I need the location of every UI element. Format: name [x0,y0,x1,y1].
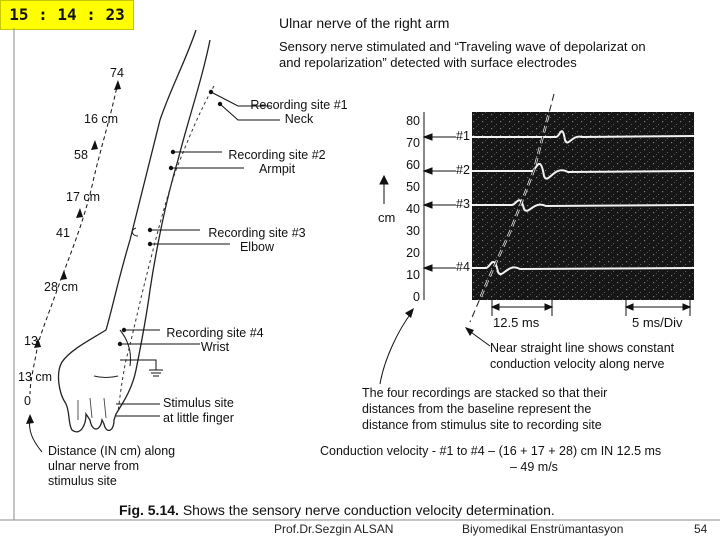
stack-note-arrowhead [405,308,414,318]
distance-mark-0: 0 [24,394,31,408]
trace-1 [472,130,695,144]
site-1-name: Recording site #1 [250,98,348,112]
clock-display: 15 : 14 : 23 [0,0,134,30]
scale-label: 5 ms/Div [632,315,683,330]
tick-30: 30 [406,224,420,238]
footer-page-number: 54 [694,522,708,536]
site-3-label: Recording site #3 Elbow [198,226,316,254]
site-2-name: Recording site #2 [228,148,326,162]
leader-stimulus [116,403,160,417]
trace-label-4: #4 [456,260,470,274]
distance-mark-74: 74 [110,66,124,80]
conduction-velocity-line [468,93,556,323]
oscilloscope-panel [472,112,695,300]
distance-scale-line [29,81,119,395]
leader-site-1 [210,91,280,121]
distance-mark-41: 41 [56,226,70,240]
finger-lines [77,397,107,420]
distance-segment-16: 16 cm [84,112,119,126]
footer-author: Prof.Dr.Sezgin ALSAN [274,522,394,536]
caption-text: Shows the sensory nerve conduction veloc… [182,502,555,518]
caption-label: Fig. 5.14. [119,502,179,518]
scope-traces [472,112,695,300]
tick-10: 10 [406,268,420,282]
tick-20: 20 [406,246,420,260]
straight-line-note-2: conduction velocity along nerve [490,357,665,371]
leader-site-4 [120,329,200,345]
tick-80: 80 [406,114,420,128]
distance-segment-28: 28 cm [44,280,79,294]
site-1-place: Neck [284,112,314,126]
tick-50: 50 [406,180,420,194]
distance-mark-13: 13 [24,334,38,348]
stimulus-label-1: Stimulus site [163,396,234,410]
time-label: 12.5 ms [493,315,540,330]
trace-label-3: #3 [456,197,470,211]
tick-0: 0 [413,290,420,304]
tick-60: 60 [406,158,420,172]
distance-segment-13: 13 cm [18,370,53,384]
arm-outline-outer [57,29,211,433]
stack-note-3: distance from stimulus site to recording… [362,418,602,432]
straight-note-arrowhead [465,327,474,336]
footer-course: Biyomedikal Enstrümantasyon [462,522,624,536]
arm-outline-inner [119,329,132,367]
stack-note-2: distances from the baseline represent th… [362,402,592,416]
leader-site-2 [171,151,244,169]
site-3-place: Elbow [239,240,275,254]
cm-axis-arrow [379,174,389,204]
trace-label-2: #2 [456,163,470,177]
site-4-name: Recording site #4 [166,326,264,340]
diagram-title: Ulnar nerve of the right arm [279,15,450,31]
scope-axis-unit: cm [378,210,396,225]
nerve-path [117,85,215,413]
site-4-place: Wrist [200,340,230,354]
hand-fold [93,375,119,379]
trace-arrows [422,133,456,272]
distance-segment-17: 17 cm [66,190,101,204]
distance-note-1: Distance (IN cm) along [48,444,176,458]
figure-caption: Fig. 5.14. Shows the sensory nerve condu… [119,502,555,518]
ground-icon [120,359,163,377]
stack-note-arrow [379,311,413,385]
stack-note-1: The four recordings are stacked so that … [362,386,608,400]
stimulus-label-2: at little finger [163,411,234,425]
distance-mark-58: 58 [74,148,88,162]
straight-line-note-1: Near straight line shows constant [490,341,675,355]
distance-note-3: stimulus site [48,474,117,488]
trace-label-1: #1 [456,129,470,143]
site-2-label: Recording site #2 Armpit [218,148,336,176]
velocity-line-1: Conduction velocity - #1 to #4 – (16 + 1… [320,444,662,458]
elbow-hook [131,227,139,237]
distance-note-arrowhead [26,414,34,424]
tick-70: 70 [406,136,420,150]
site-2-place: Armpit [258,162,296,176]
site-3-name: Recording site #3 [208,226,306,240]
tick-40: 40 [406,202,420,216]
subtitle-line-2: and repolarization” detected with surfac… [279,55,577,70]
time-markers [490,298,692,316]
site-4-label: Recording site #4 Wrist [156,326,274,354]
subtitle-line-1: Sensory nerve stimulated and “Traveling … [279,39,646,54]
leader-site-3 [150,229,230,245]
distance-note-2: ulnar nerve from [48,459,140,473]
site-1-label: Recording site #1 Neck [240,98,358,126]
trace-3 [472,199,695,212]
distance-arrowheads [34,80,121,348]
trace-4 [472,260,695,275]
velocity-line-2: – 49 m/s [510,460,558,474]
